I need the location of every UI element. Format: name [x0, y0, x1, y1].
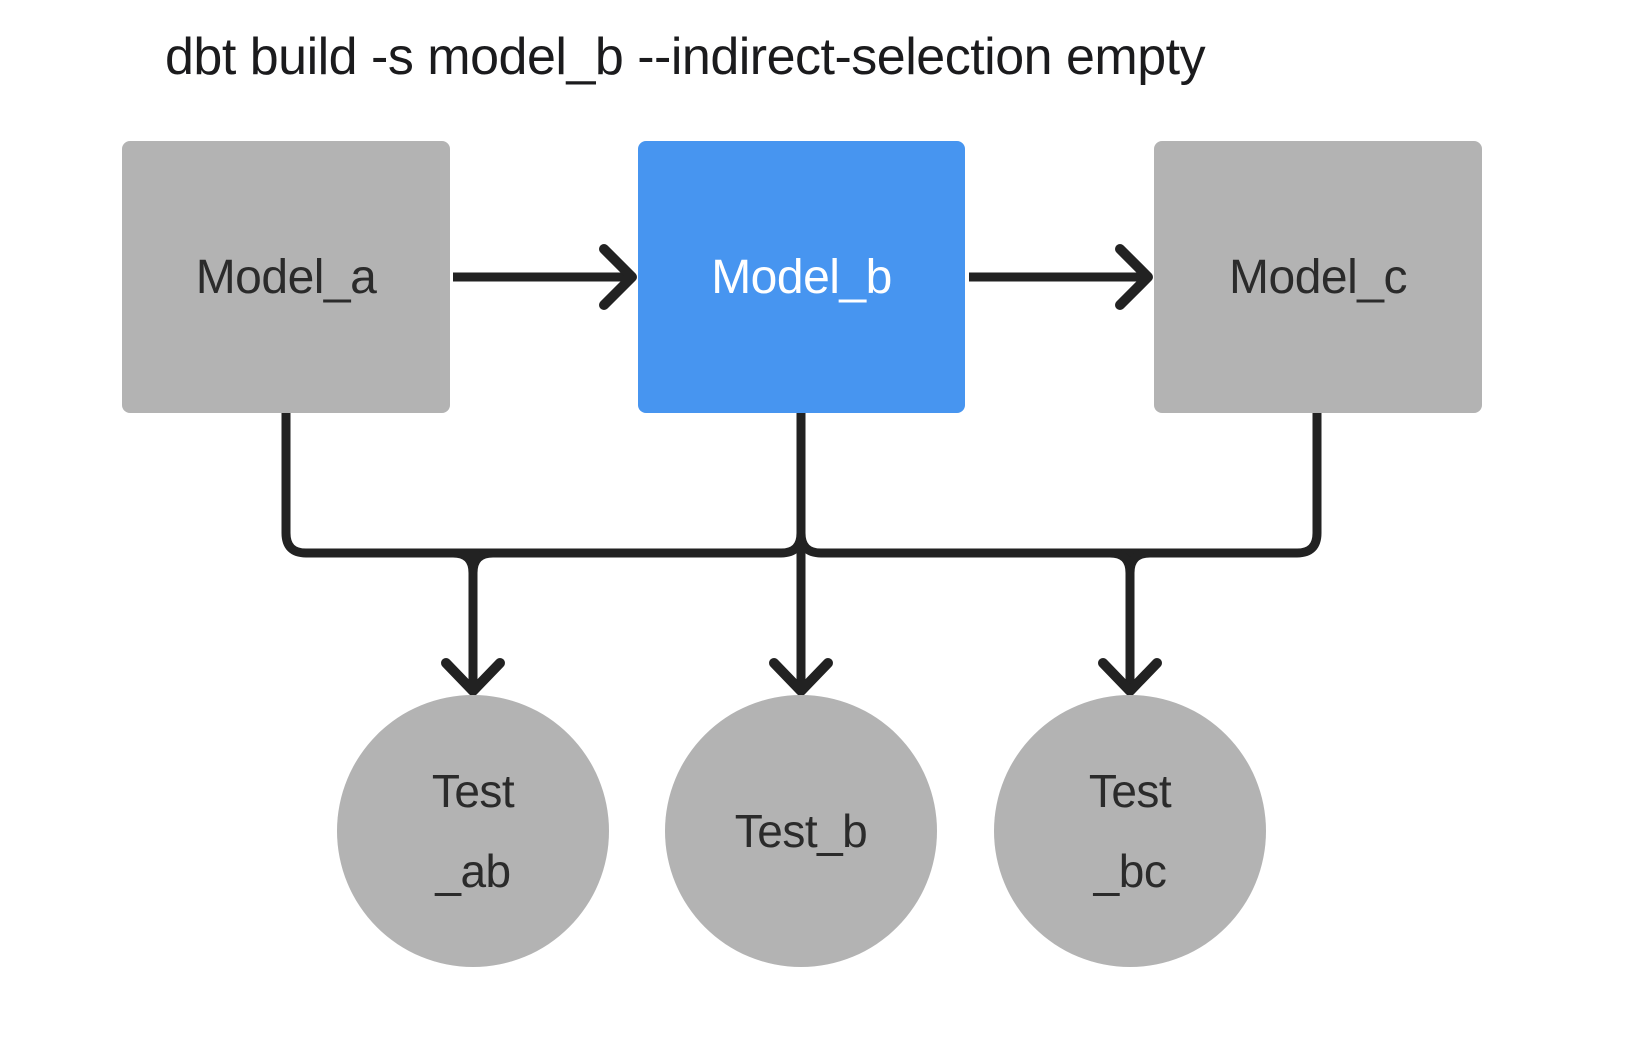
edge-bus-to-test-ab — [452, 548, 494, 689]
arrowhead-test-b — [769, 658, 833, 696]
node-test-ab-line2: _ab — [435, 845, 511, 897]
node-test-b: Test_b — [665, 695, 937, 967]
node-model-c-label: Model_c — [1229, 250, 1407, 304]
edge-model-c-bus — [796, 413, 1322, 558]
edge-bus-to-test-bc — [1109, 548, 1151, 689]
arrowhead-model-b — [599, 244, 637, 310]
node-test-ab-line1: Test — [431, 764, 515, 817]
node-test-bc-line2: _bc — [1093, 845, 1167, 897]
edge-model-a-bus — [281, 413, 806, 558]
node-model-c: Model_c — [1154, 141, 1482, 413]
node-test-bc: Test _bc — [994, 695, 1266, 967]
node-test-b-line1: Test_b — [734, 804, 868, 857]
arrowhead-test-ab — [441, 658, 505, 696]
node-model-a: Model_a — [122, 141, 450, 413]
diagram-title: dbt build -s model_b --indirect-selectio… — [165, 28, 1206, 86]
node-model-a-label: Model_a — [195, 250, 377, 304]
node-model-b: Model_b — [638, 141, 965, 413]
arrowhead-test-bc — [1098, 658, 1162, 696]
arrowhead-model-c — [1115, 244, 1153, 310]
node-model-b-label: Model_b — [711, 250, 892, 304]
node-test-ab: Test _ab — [337, 695, 609, 967]
node-test-bc-line1: Test — [1088, 764, 1172, 817]
